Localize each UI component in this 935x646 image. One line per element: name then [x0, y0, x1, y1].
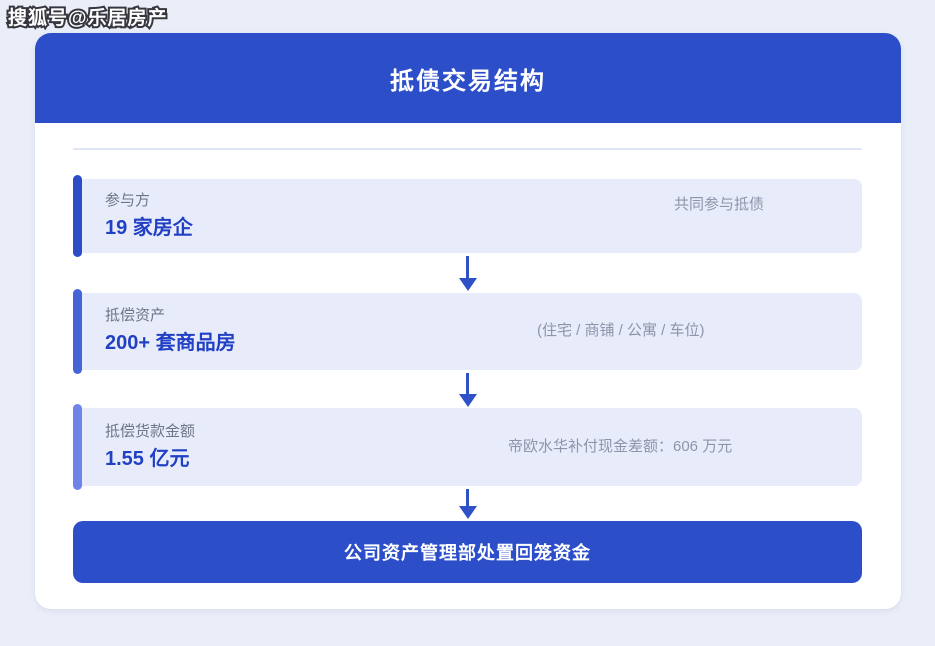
page-title: 抵债交易结构 [390, 67, 546, 95]
row-label: 参与方 [105, 191, 151, 209]
row-note: (住宅 / 商铺 / 公寓 / 车位) [537, 322, 705, 339]
row-value: 1.55 亿元 [105, 447, 190, 470]
flow-step-amount: 抵偿货款金额 1.55 亿元 帝欧水华补付现金差额：606 万元 [73, 404, 862, 490]
watermark-souhu-leju: 搜狐号@乐居房产 [6, 6, 169, 31]
card-header: 抵债交易结构 [35, 33, 901, 123]
row-main: 抵偿资产 200+ 套商品房 [105, 293, 236, 370]
row-main: 参与方 19 家房企 [105, 179, 193, 253]
row-value: 19 家房企 [105, 216, 193, 239]
row-value: 200+ 套商品房 [105, 332, 236, 354]
down-arrow-icon [73, 373, 862, 407]
flow-step-participants: 参与方 19 家房企 共同参与抵债 [73, 175, 862, 257]
down-arrow-icon [73, 256, 862, 291]
result-bar: 公司资产管理部处置回笼资金 [73, 521, 862, 583]
row-note: 帝欧水华补付现金差额：606 万元 [508, 438, 733, 455]
row-accent-bar [73, 289, 82, 374]
row-main: 抵偿货款金额 1.55 亿元 [105, 408, 195, 486]
row-label: 抵偿货款金额 [105, 422, 196, 440]
row-note: 共同参与抵债 [674, 196, 765, 213]
arrow-stem [466, 256, 469, 278]
row-accent-bar [73, 175, 82, 257]
arrow-head [458, 394, 477, 407]
header-divider [73, 148, 862, 150]
arrow-stem [466, 489, 469, 506]
infographic-card: 抵债交易结构 参与方 19 家房企 共同参与抵债 抵偿资产 200+ 套商品房 … [35, 33, 901, 609]
arrow-head [458, 506, 477, 519]
row-accent-bar [73, 404, 82, 490]
down-arrow-icon [73, 489, 862, 519]
flow-step-assets: 抵偿资产 200+ 套商品房 (住宅 / 商铺 / 公寓 / 车位) [73, 289, 862, 374]
arrow-stem [466, 373, 469, 394]
arrow-head [458, 278, 477, 291]
row-label: 抵偿资产 [105, 307, 166, 324]
